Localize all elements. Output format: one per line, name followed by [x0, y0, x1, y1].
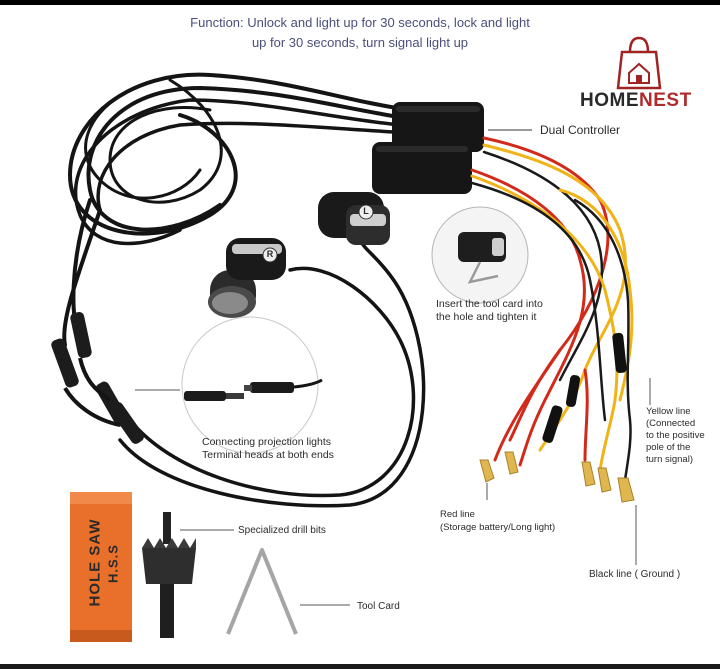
label-tool-card-insert-line-1: Insert the tool card into: [436, 298, 543, 310]
brand-part-1: HOME: [580, 90, 639, 111]
label-connecting-line-1: Connecting projection lights: [202, 436, 331, 448]
label-tool-card-insert: Insert the tool card into the hole and t…: [436, 298, 543, 324]
label-yellow-line-1: Yellow line: [646, 406, 691, 417]
spade-terminals: [479, 451, 635, 503]
home-bag-logo-icon: [616, 36, 662, 90]
label-yellow-line: Yellow line (Connected to the positive p…: [646, 406, 705, 466]
function-line-2: up for 30 seconds, turn signal light up: [251, 35, 469, 50]
label-red-line-1: Red line: [440, 509, 475, 520]
label-yellow-line-4: pole of the: [646, 442, 691, 453]
projection-lamp-right: [208, 238, 286, 318]
label-tool-card-insert-line-2: the hole and tighten it: [436, 311, 537, 323]
lamp-mark-right: R: [266, 249, 274, 259]
box-text-hss: H.S.S: [105, 544, 121, 583]
label-yellow-line-5: turn signal): [646, 454, 693, 465]
label-connecting: Connecting projection lights Terminal he…: [202, 436, 334, 462]
tool-card-zoom-circle: [431, 206, 529, 304]
label-red-line-2: (Storage battery/Long light): [440, 522, 556, 533]
brand-part-2: NEST: [639, 90, 692, 111]
brand-logo: HOMENEST: [580, 90, 692, 112]
function-description: Function: Unlock and light up for 30 sec…: [150, 13, 570, 53]
hole-saw-box: [70, 492, 132, 642]
inline-connectors: [51, 311, 144, 444]
dual-controller: [372, 102, 484, 194]
bottom-border: [0, 664, 720, 669]
lamp-mark-left: L: [363, 206, 369, 216]
label-black-line: Black line ( Ground ): [589, 569, 681, 580]
label-drill-bits: Specialized drill bits: [238, 525, 326, 536]
top-border: [0, 0, 720, 5]
label-yellow-line-3: to the positive: [646, 430, 705, 441]
box-text-hole-saw: HOLE SAW: [86, 518, 104, 607]
function-line-1: Function: Unlock and light up for 30 sec…: [190, 15, 530, 30]
label-dual-controller: Dual Controller: [540, 123, 621, 137]
label-pointers: [180, 378, 651, 606]
label-tool-card: Tool Card: [357, 601, 400, 612]
inline-fuses: [542, 332, 627, 443]
connector-zoom-circle: [181, 316, 323, 454]
label-yellow-line-2: (Connected: [646, 418, 696, 429]
label-connecting-line-2: Terminal heads at both ends: [202, 449, 334, 461]
tool-card-icon: [226, 548, 298, 635]
projection-lamp-left: [318, 192, 390, 245]
drill-bit: [142, 512, 196, 638]
label-red-line: Red line (Storage battery/Long light): [440, 508, 555, 534]
